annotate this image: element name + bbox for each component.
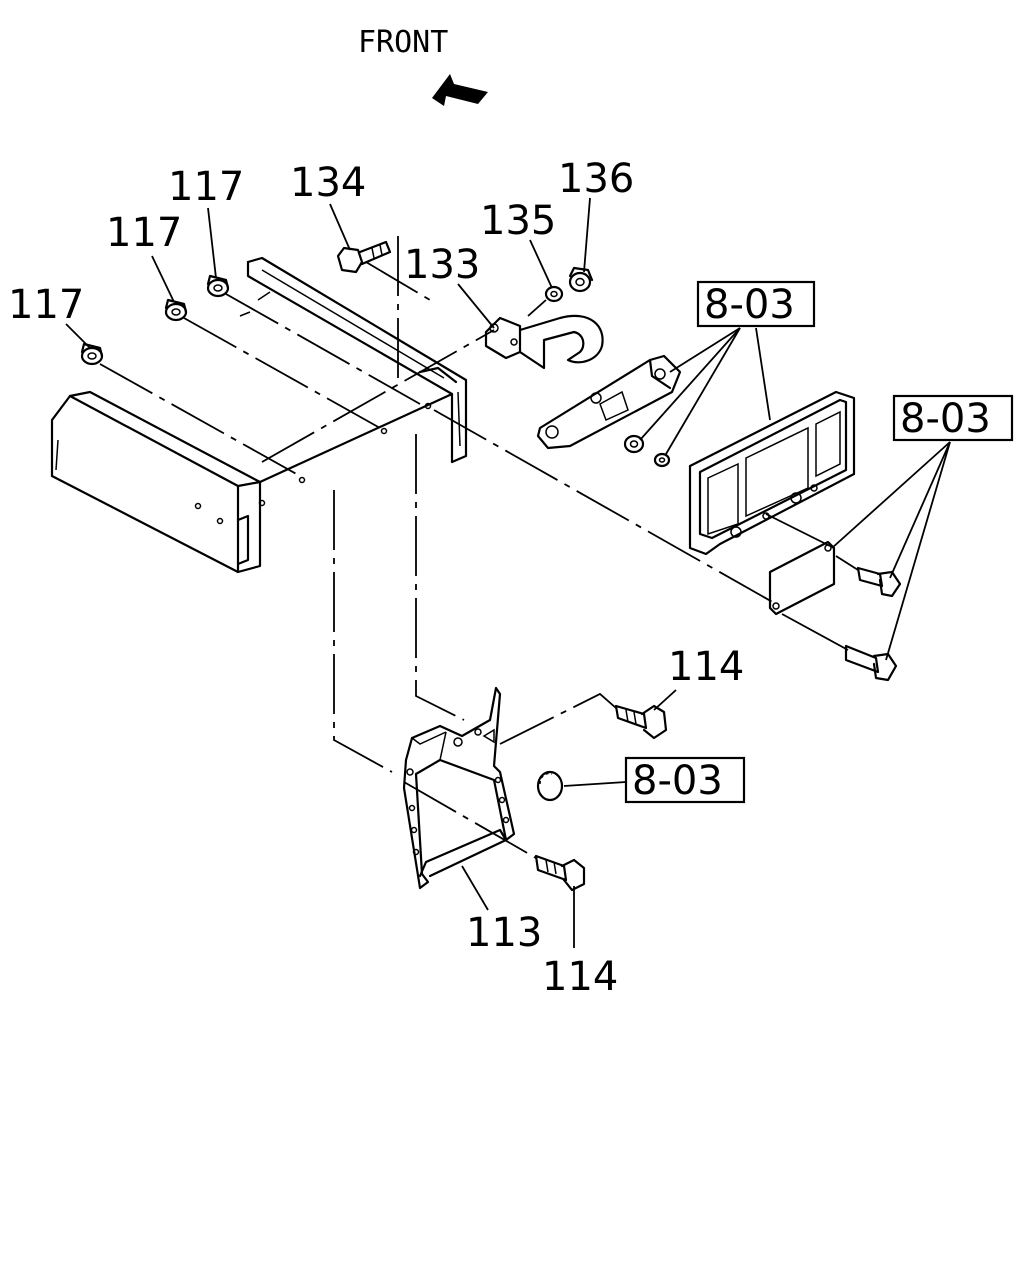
- callout-135: 135: [480, 198, 556, 244]
- front-arrow-icon: [432, 74, 488, 106]
- frame-rail: [50, 256, 468, 574]
- bracket-113: [402, 686, 516, 890]
- reference-box-plate: 8-03: [892, 394, 1014, 442]
- callout-117-left: 117: [8, 282, 84, 328]
- reference-label-plate: 8-03: [900, 396, 991, 442]
- callout-134: 134: [290, 160, 366, 206]
- washer-lamp: [653, 452, 671, 468]
- callout-117-middle: 117: [106, 210, 182, 256]
- front-label: FRONT: [358, 25, 448, 60]
- lamp-bracket: [536, 354, 682, 450]
- reference-label-grommet: 8-03: [632, 758, 723, 804]
- nut-117-b: [164, 298, 188, 322]
- callout-113: 113: [466, 910, 542, 956]
- reference-box-lamp: 8-03: [696, 280, 816, 328]
- rear-lamp: [688, 390, 856, 556]
- grommet: [536, 770, 564, 802]
- nut-117-a: [80, 342, 104, 366]
- nut-136: [568, 266, 594, 293]
- callout-136: 136: [558, 156, 634, 202]
- plate-bolt-lower: [844, 644, 898, 682]
- bolt-114-lower: [534, 854, 586, 892]
- tow-hook-133: [484, 314, 604, 370]
- leader-lines: [65, 197, 951, 948]
- callout-114-upper: 114: [668, 644, 744, 690]
- callout-117-top: 117: [168, 164, 244, 210]
- assembly-lines: [99, 236, 859, 859]
- bolt-114-upper: [614, 704, 668, 740]
- reference-box-grommet: 8-03: [624, 756, 746, 804]
- washer-135: [544, 285, 564, 303]
- nut-117-c: [206, 274, 230, 298]
- plate-bolt-upper: [856, 566, 902, 598]
- nut-lamp: [623, 434, 645, 454]
- plate-bracket: [768, 540, 836, 616]
- callout-133: 133: [404, 242, 480, 288]
- callout-114-lower: 114: [542, 954, 618, 1000]
- bolt-134: [336, 240, 392, 274]
- reference-label-lamp: 8-03: [704, 282, 795, 328]
